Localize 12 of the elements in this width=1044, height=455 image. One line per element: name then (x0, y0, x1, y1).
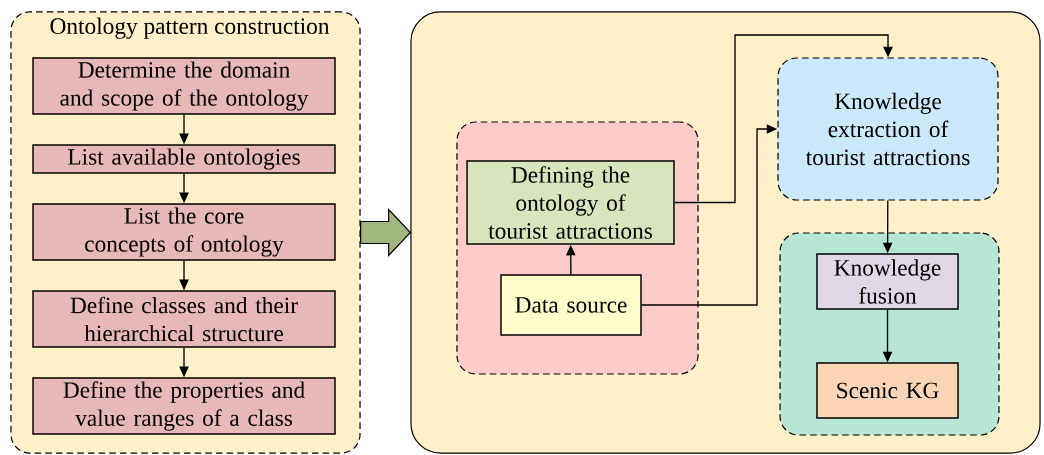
process-box: Define the properties and value ranges of a class (32, 377, 336, 435)
process-box: Data source (500, 274, 642, 336)
process-box: Knowledge extraction of tourist attractions (777, 57, 999, 201)
arrow (674, 34, 893, 204)
process-box: List the core concepts of ontology (32, 203, 336, 261)
process-box: Determine the domain and scope of the ontology (32, 57, 336, 115)
process-box: Defining the ontology of tourist attractions (466, 160, 675, 245)
block-arrow (360, 208, 412, 257)
process-box: Scenic KG (816, 362, 959, 419)
process-box: List available ontologies (32, 144, 336, 174)
process-box: Knowledge fusion (816, 253, 959, 310)
process-box: Define classes and their hierarchical structure (32, 290, 336, 348)
